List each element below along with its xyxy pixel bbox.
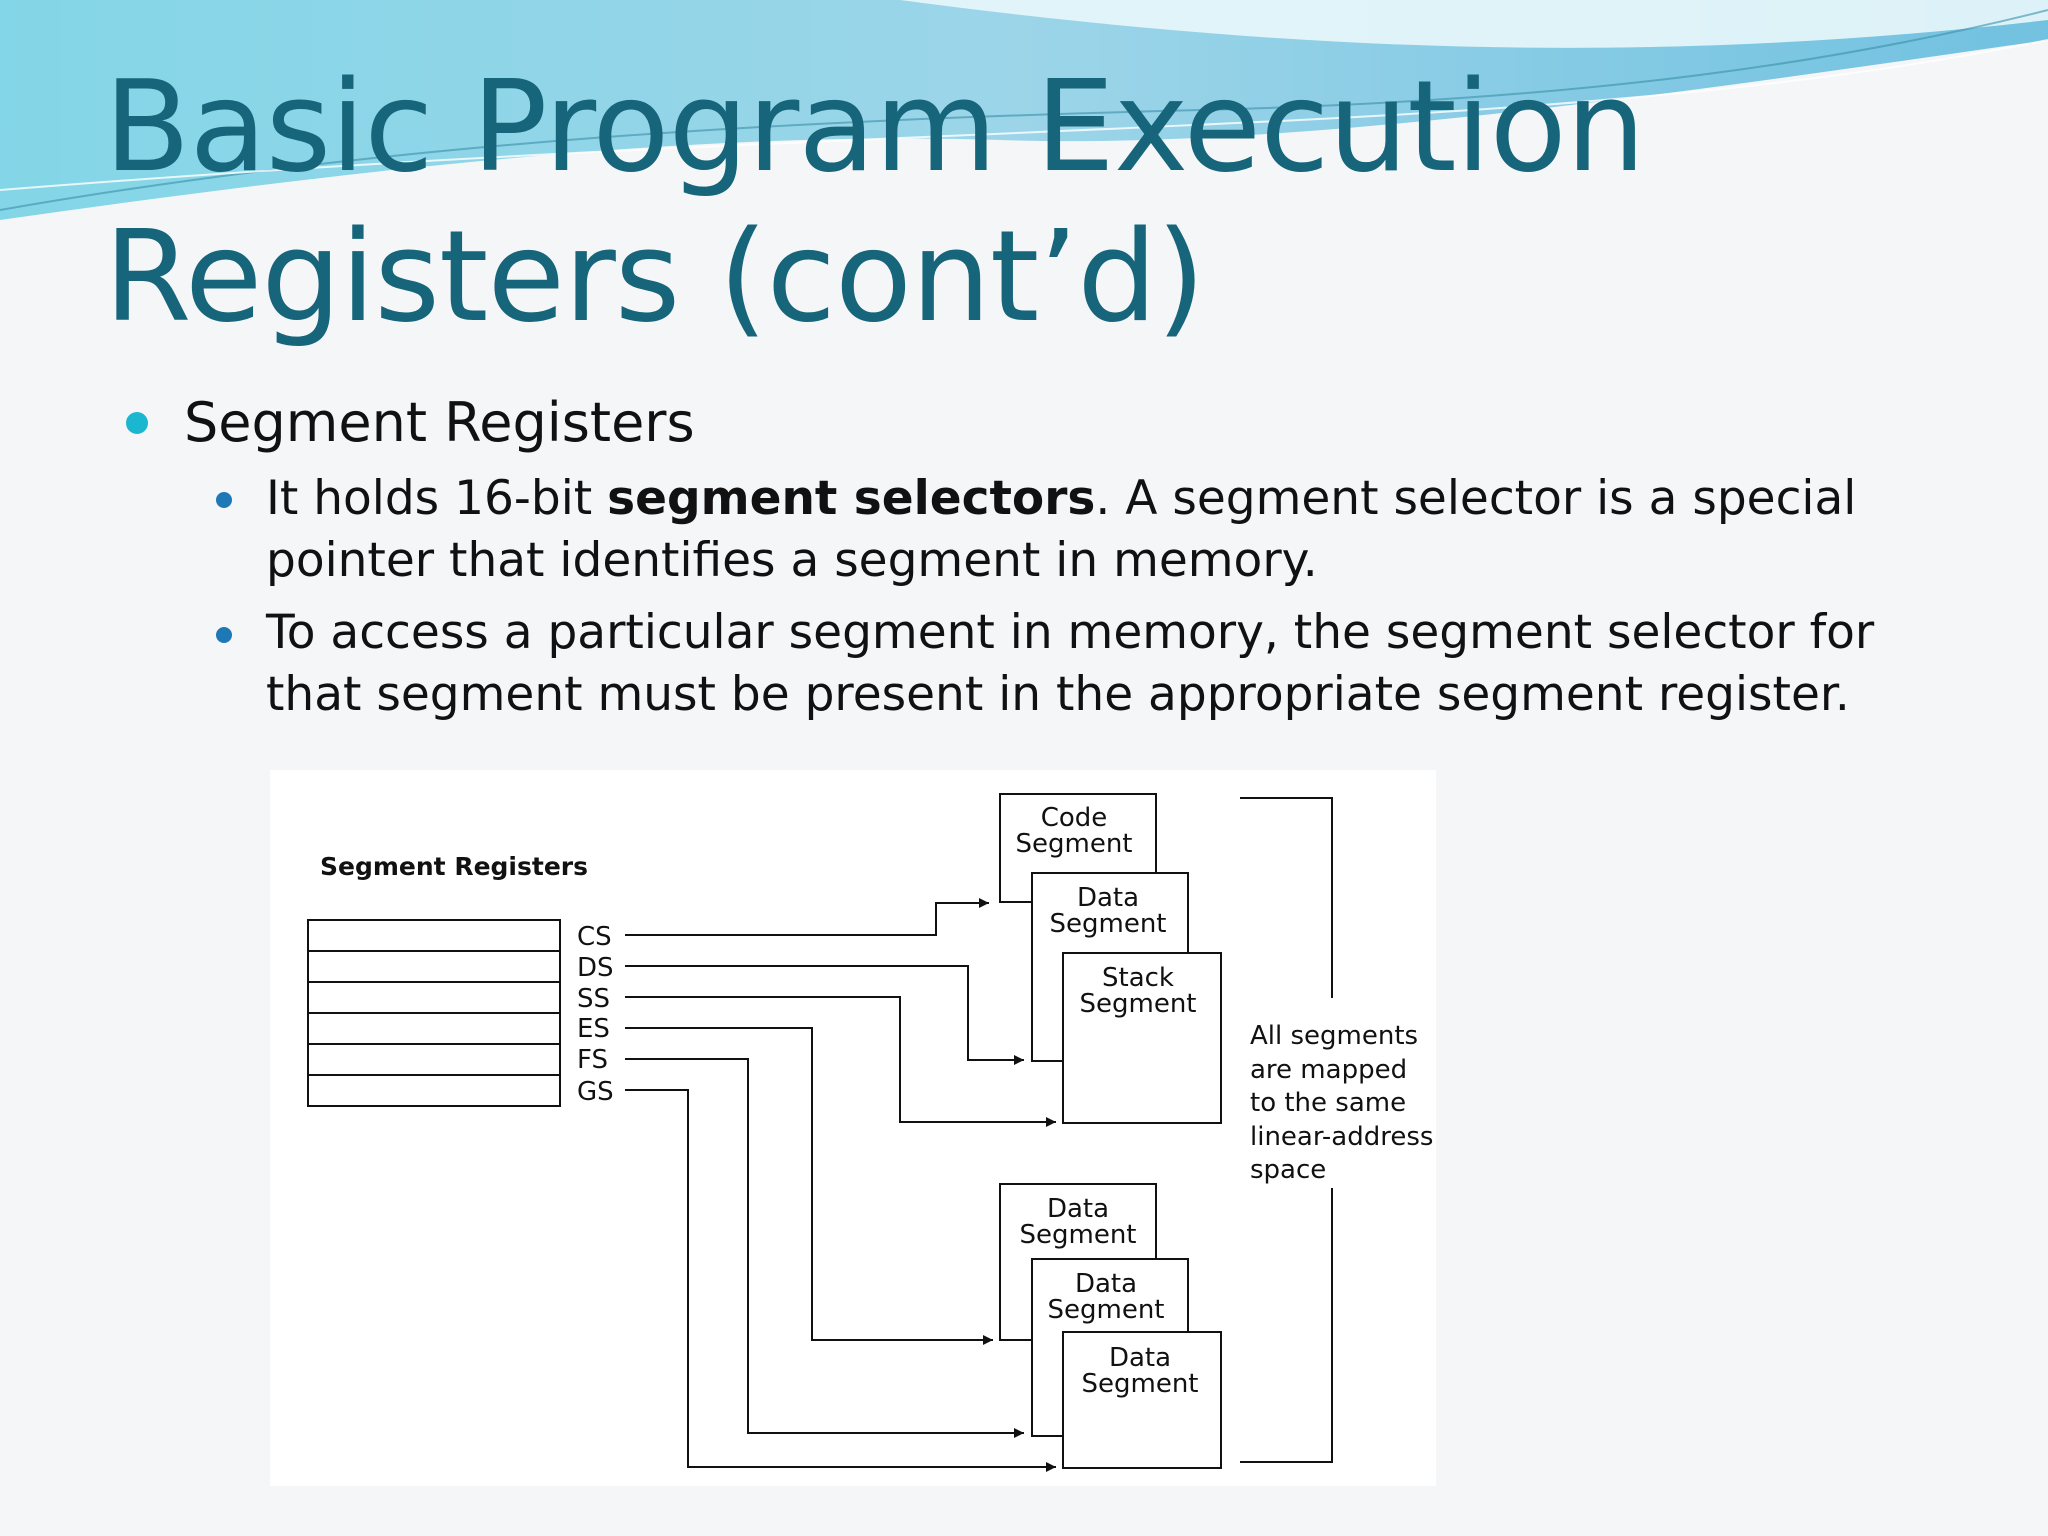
diagram-heading: Segment Registers: [320, 852, 588, 881]
cs-connector: [625, 898, 989, 936]
bullet-text-bold: segment selectors: [607, 471, 1096, 526]
data-segment-b-label-2: Segment: [1048, 1295, 1165, 1325]
data-segment-b-label-1: Data: [1075, 1269, 1137, 1299]
slide-title: Basic Program Execution Registers (cont’…: [104, 53, 1646, 350]
bullet-dot-icon: [216, 627, 232, 643]
background-wave: [0, 0, 2048, 220]
stack-segment-box: [1062, 952, 1222, 1124]
note-line-1: All segments: [1250, 1021, 1418, 1051]
register-label-fs: FS: [577, 1045, 608, 1075]
bullet-dot-icon: [126, 412, 148, 434]
stack-segment-label-1: Stack: [1102, 963, 1174, 993]
gs-connector: [625, 1089, 1056, 1472]
ds-connector: [625, 965, 1024, 1065]
data-segment-label-2: Segment: [1050, 909, 1167, 939]
data-segment-c-label-2: Segment: [1082, 1369, 1199, 1399]
bullet-segment-selectors: It holds 16-bit segment selectors. A seg…: [266, 468, 1906, 592]
bullet-text-post: . A segment selector is a special pointe…: [266, 471, 1857, 588]
stack-segment-label-2: Segment: [1080, 989, 1197, 1019]
connector-lines: [625, 898, 1056, 1472]
mapping-bracket: [1240, 797, 1333, 1463]
note-line-4: linear-address: [1250, 1122, 1433, 1152]
segment-diagram-svg: Segment Registers CS DS SS ES FS GS Code…: [307, 793, 1433, 1472]
register-label-cs: CS: [577, 922, 612, 952]
data-segment-label-1: Data: [1077, 883, 1139, 913]
note-line-3: to the same: [1250, 1088, 1406, 1118]
register-table: [307, 919, 561, 1107]
register-label-gs: GS: [577, 1077, 614, 1107]
bottom-segment-stack: [999, 1183, 1222, 1469]
top-segment-stack: [999, 793, 1222, 1124]
fs-connector: [625, 1058, 1024, 1438]
es-connector: [625, 1027, 993, 1345]
register-label-es: ES: [577, 1014, 610, 1044]
note-line-5: space: [1250, 1155, 1326, 1185]
code-segment-label-1: Code: [1041, 803, 1108, 833]
bullet-text-pre: It holds 16-bit: [266, 471, 608, 526]
code-segment-label-2: Segment: [1016, 829, 1133, 859]
note-line-2: are mapped: [1250, 1055, 1407, 1085]
bullet-access-segment: To access a particular segment in memory…: [266, 605, 1875, 722]
register-label-ds: DS: [577, 953, 614, 983]
segment-diagram: Segment Registers CS DS SS ES FS GS Code…: [270, 770, 1436, 1486]
register-label-ss: SS: [577, 984, 610, 1014]
data-segment-a-label-2: Segment: [1020, 1220, 1137, 1250]
ss-connector: [625, 996, 1056, 1127]
bullet-segment-registers: Segment Registers: [184, 391, 695, 454]
data-segment-c-box: [1062, 1331, 1222, 1469]
data-segment-c-label-1: Data: [1109, 1343, 1171, 1373]
bullet-dot-icon: [216, 492, 232, 508]
data-segment-a-label-1: Data: [1047, 1194, 1109, 1224]
